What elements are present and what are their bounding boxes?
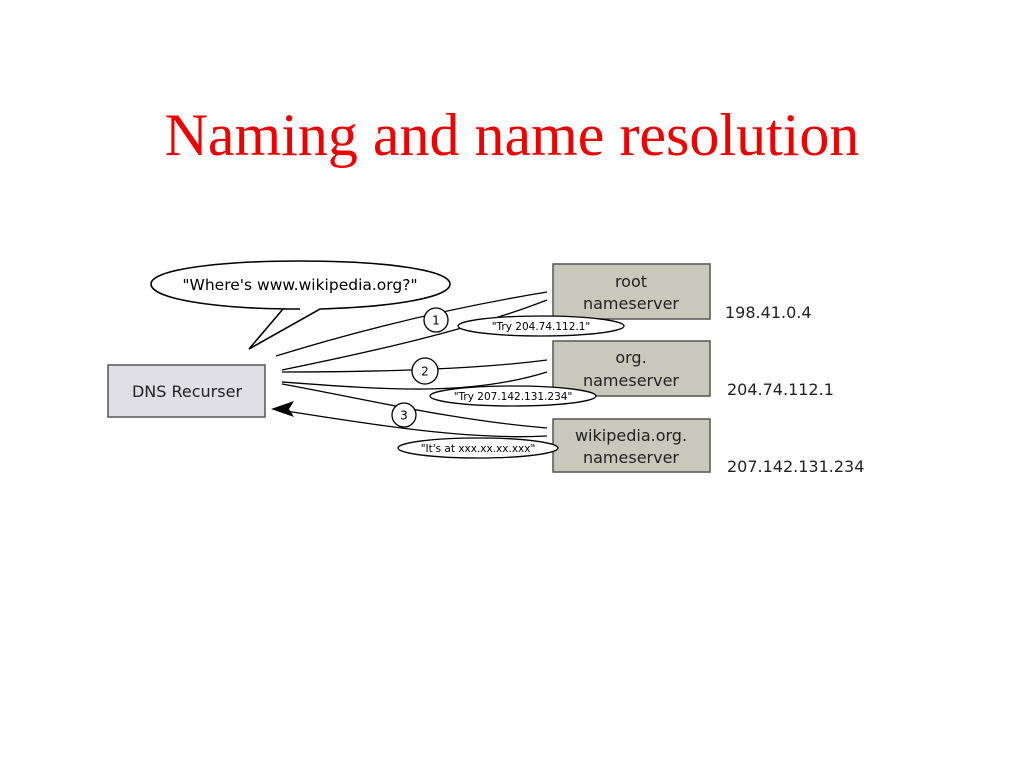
- wikipedia-nameserver-box: [552, 418, 711, 473]
- request-curve-1: [275, 291, 548, 357]
- step-2-circle: [411, 357, 439, 385]
- query-text: "Where's www.wikipedia.org?": [182, 276, 417, 294]
- recurser-label: DNS Recurser: [132, 382, 242, 401]
- reply-2-ellipse: [429, 385, 597, 407]
- reply-1-text: "Try 204.74.112.1": [492, 321, 591, 333]
- wikipedia-nameserver-line1: wikipedia.org.: [575, 426, 687, 445]
- org-nameserver-line1: org.: [615, 348, 646, 367]
- step-3-circle: [391, 402, 417, 428]
- wikipedia-nameserver-ip: 207.142.131.234: [727, 457, 864, 476]
- slide-title: Naming and name resolution: [164, 102, 860, 168]
- reply-curve-1: [281, 299, 548, 371]
- step-3: 3: [391, 402, 417, 428]
- step-3-number: 3: [400, 409, 408, 423]
- reply-2-text: "Try 207.142.131.234": [454, 391, 573, 403]
- reply-3-text: "It's at xxx.xx.xx.xxx": [421, 443, 536, 455]
- wikipedia-nameserver-line2: nameserver: [583, 448, 679, 467]
- step-1-circle: [423, 307, 449, 333]
- step-1-number: 1: [432, 314, 440, 328]
- step-2-number: 2: [421, 365, 429, 379]
- return-arrowhead-icon: [271, 401, 294, 417]
- wikipedia-nameserver: wikipedia.org. nameserver 207.142.131.23…: [552, 418, 864, 476]
- org-nameserver-box: [552, 340, 711, 397]
- recurser-box: [107, 364, 266, 418]
- reply-3: "It's at xxx.xx.xx.xxx": [397, 437, 559, 459]
- root-nameserver-line1: root: [615, 272, 647, 291]
- org-nameserver-ip: 204.74.112.1: [727, 380, 834, 399]
- reply-curve-2: [281, 371, 548, 390]
- root-nameserver-box: [552, 263, 711, 320]
- reply-1-ellipse: [457, 315, 625, 337]
- org-nameserver: org. nameserver 204.74.112.1: [552, 340, 834, 399]
- step-1: 1: [423, 307, 449, 333]
- speech-bubble-shape: [150, 260, 451, 350]
- reply-2: "Try 207.142.131.234": [429, 385, 597, 407]
- query-speech-bubble: "Where's www.wikipedia.org?": [150, 260, 451, 350]
- root-nameserver-ip: 198.41.0.4: [725, 303, 812, 322]
- dns-recurser: DNS Recurser: [107, 364, 266, 418]
- org-nameserver-line2: nameserver: [583, 371, 679, 390]
- reply-3-ellipse: [397, 437, 559, 459]
- step-2: 2: [411, 357, 439, 385]
- root-nameserver: root nameserver 198.41.0.4: [552, 263, 812, 322]
- reply-1: "Try 204.74.112.1": [457, 315, 625, 337]
- reply-curve-3: [279, 409, 548, 438]
- root-nameserver-line2: nameserver: [583, 294, 679, 313]
